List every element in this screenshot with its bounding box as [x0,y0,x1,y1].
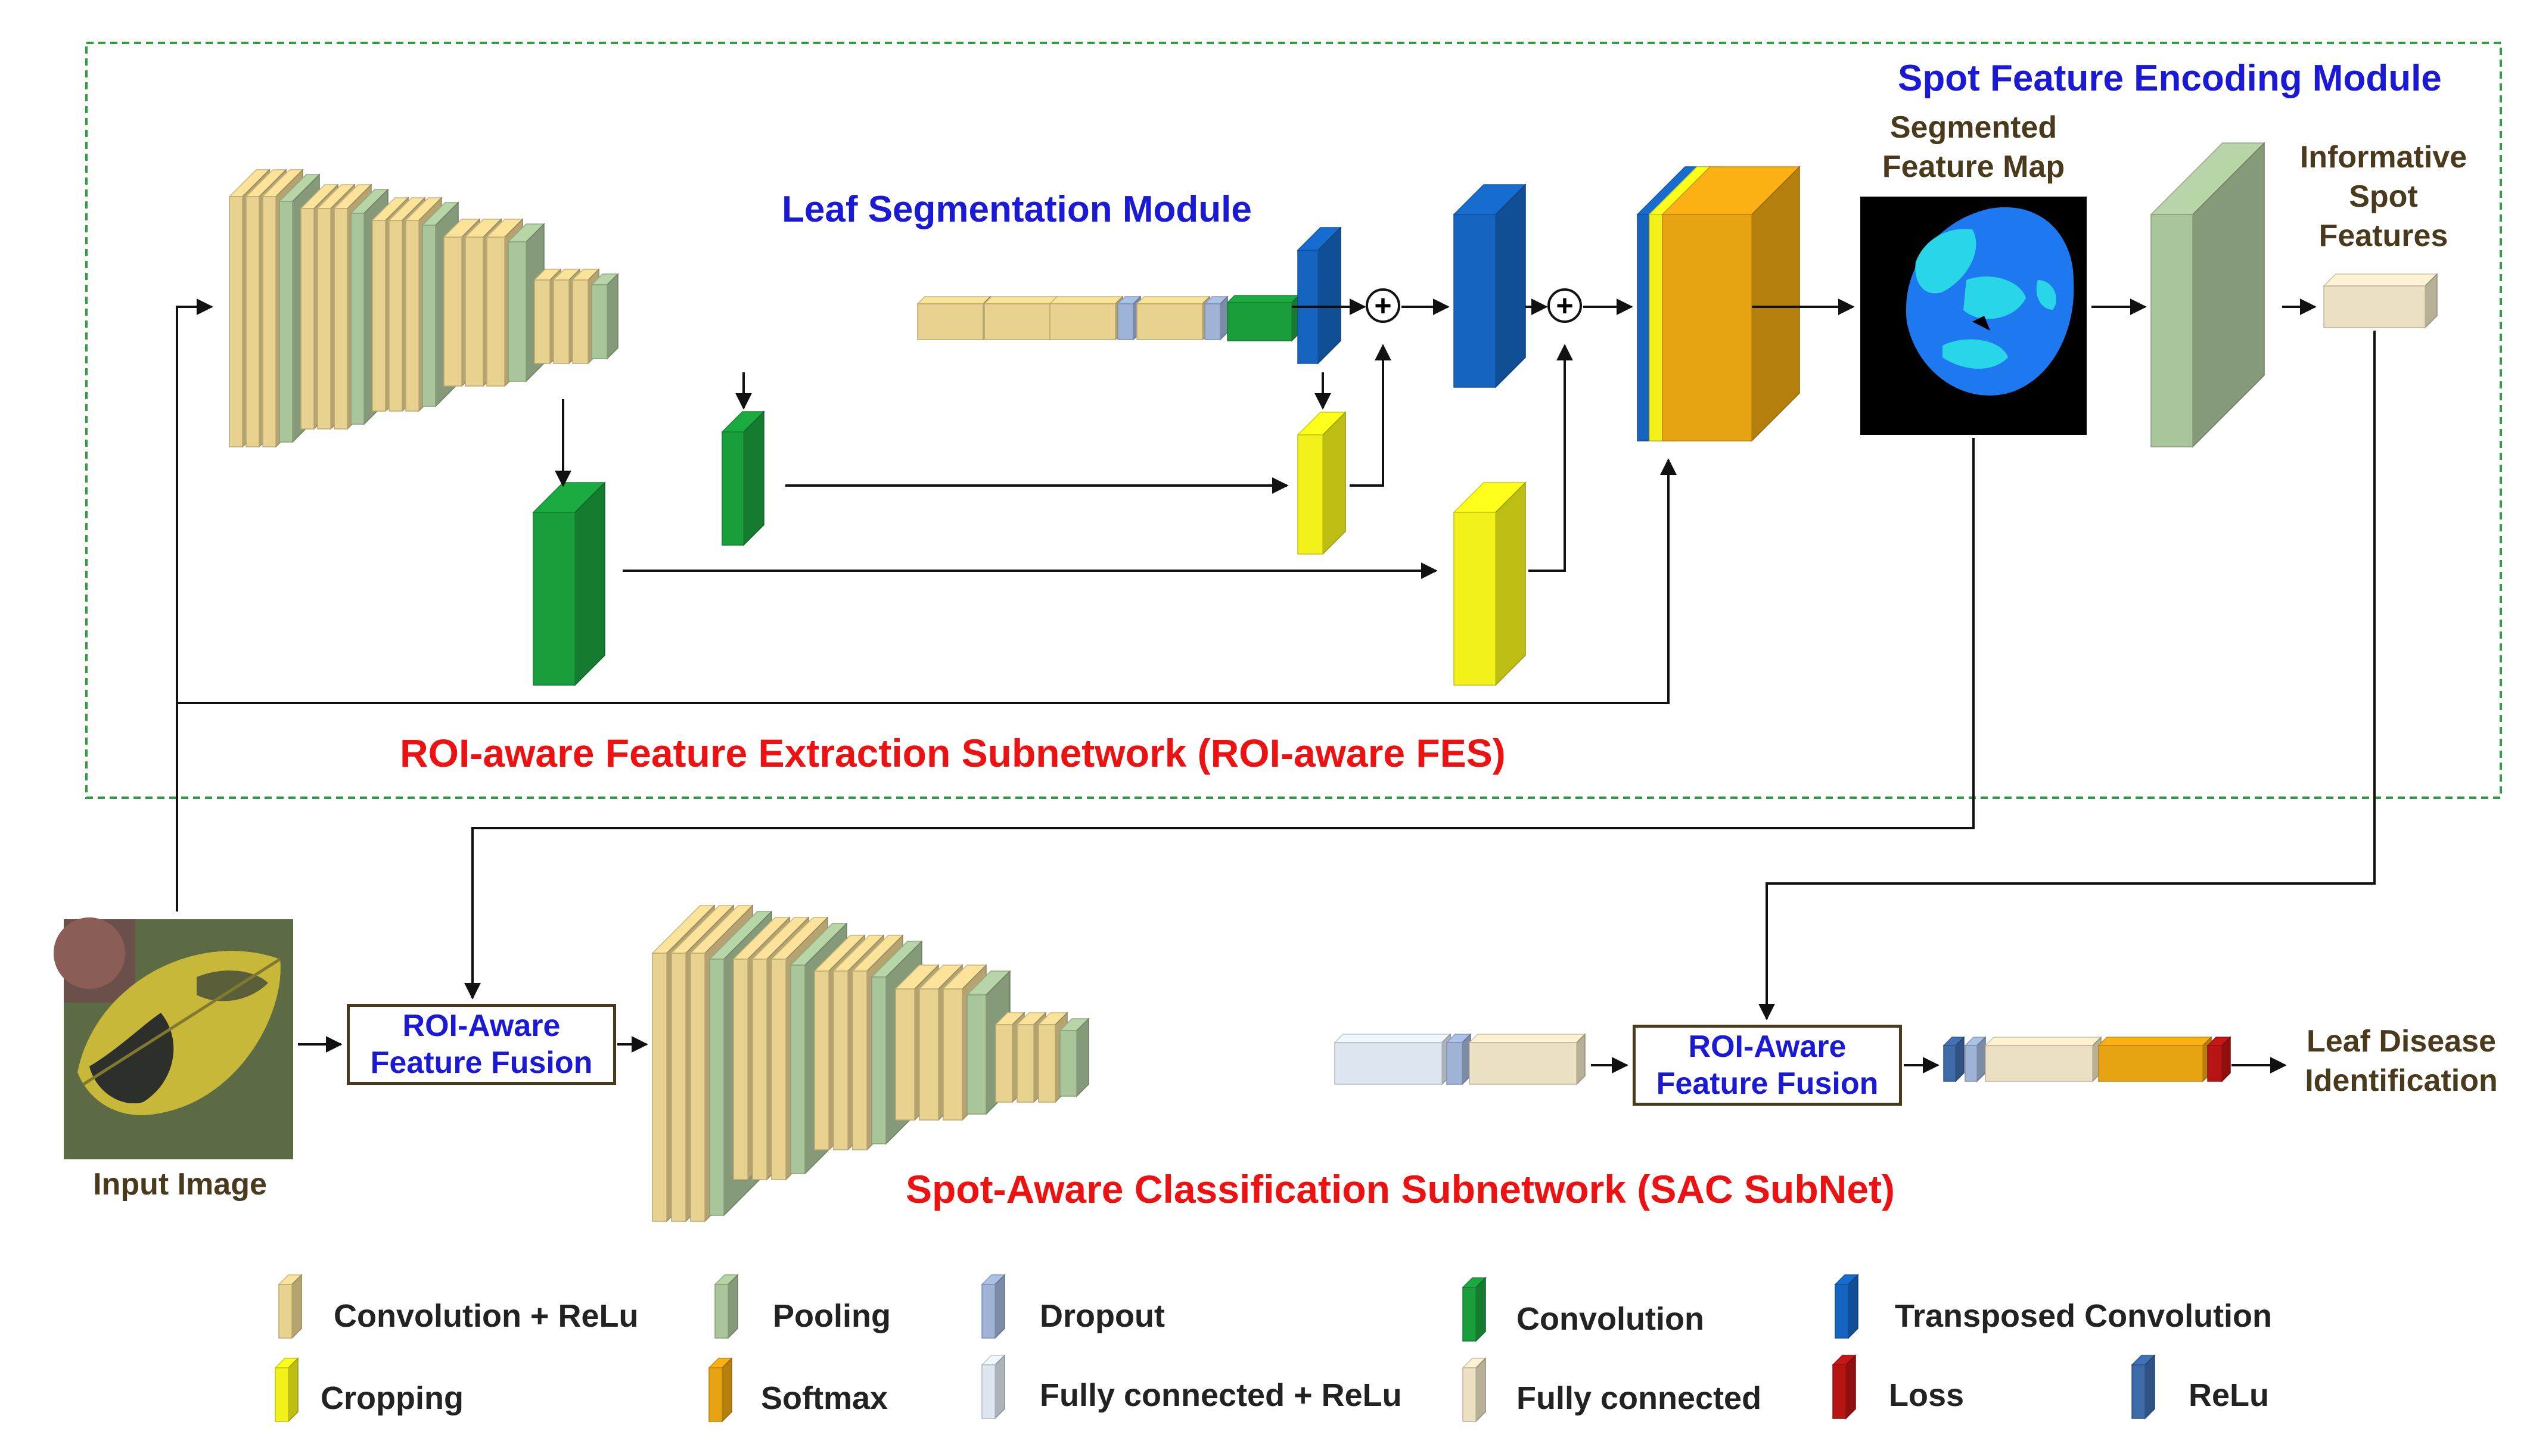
output-label-line2: Identification [2305,1063,2498,1098]
fusion-2-line1: ROI-Aware [1688,1029,1847,1064]
leaf-segmentation-title: Leaf Segmentation Module [782,189,1252,230]
legend-swatch-fc [1462,1357,1487,1423]
segmented-feature-map [1860,197,2087,435]
informative-label-line1: Informative [2299,140,2467,175]
output-label-line1: Leaf Disease [2307,1024,2496,1059]
sac-dropout-2 [1964,1036,1987,1082]
top-fc6c [1049,295,1124,341]
legend-swatch-transposed-conv [1834,1274,1859,1339]
transposed-conv-2 [1453,183,1527,388]
informative-label-line3: Features [2318,219,2448,253]
sac-fc-relu [1334,1033,1452,1085]
sac-softmax [2097,1036,2212,1082]
legend-swatch-relu [2131,1354,2156,1420]
input-to-output-crop [177,458,1677,704]
segmented-label-line1: Segmented [1889,110,2057,145]
input-image-label: Input Image [93,1167,267,1202]
legend-swatch-dropout [981,1274,1006,1339]
fes-title: ROI-aware Feature Extraction Subnetwork … [400,731,1506,775]
sac-fc-2 [1984,1036,2102,1082]
legend-swatch-convolution [1462,1277,1487,1342]
fes-boundary [85,42,2502,799]
layer-blocks [228,142,2438,1423]
legend-label-fc-relu: Fully connected + ReLu [1040,1377,1402,1413]
crop2-to-add2 [1528,344,1573,572]
fusion-1-line2: Feature Fusion [370,1046,593,1080]
sac-fc [1468,1033,1586,1085]
legend-swatch-conv-relu [278,1274,303,1339]
legend-label-convolution: Convolution [1516,1301,1704,1337]
fusion-1-line1: ROI-Aware [402,1008,561,1043]
legend-label-softmax: Softmax [761,1380,888,1416]
top-score-conv [1226,294,1300,342]
sac-title: Spot-Aware Classification Subnetwork (SA… [906,1167,1895,1211]
spot-encoding-title: Spot Feature Encoding Module [1898,58,2442,99]
legend-label-pooling: Pooling [773,1298,891,1334]
legend-label-loss: Loss [1889,1377,1965,1413]
informative-label-line2: Spot [2349,179,2418,214]
legend-swatch-pooling [714,1274,739,1339]
top-fc7 [1136,295,1211,341]
plus-symbol-2: + [1556,289,1574,322]
roi-aware-fusion-1: ROI-Aware Feature Fusion [347,1004,616,1085]
legend-label-cropping: Cropping [321,1380,464,1416]
top-pool-s4 [590,273,619,360]
top-fc6b [983,295,1058,341]
legend-swatch-cropping [274,1357,299,1423]
crop-1 [1297,411,1347,555]
top-dropout-2 [1204,295,1229,341]
crop-2 [1453,481,1527,686]
sac-loss [2206,1036,2231,1082]
spot-encoding-pool [2150,142,2265,448]
transposed-conv-1 [1297,226,1342,365]
spot-to-fusion2 [1758,331,2376,1021]
legend-label-relu: ReLu [2189,1377,2269,1413]
legend-swatch-fc-relu [981,1354,1006,1420]
input-image [54,917,293,1159]
fusion-2-line2: Feature Fusion [1656,1066,1879,1101]
sac-relu-1 [1942,1036,1965,1082]
branch-conv-pool3 [532,481,606,686]
top-fc6 [916,295,992,341]
connections [176,298,2376,1074]
output-softmax [1661,166,1801,442]
input-to-fes [176,298,213,911]
segmented-label-line2: Feature Map [1882,150,2065,184]
addition-node-2: + [1547,288,1582,323]
legend-swatch-softmax [708,1357,733,1423]
informative-spot-block [2323,273,2438,329]
sac-pool-s4 [1059,1018,1090,1097]
roi-aware-fusion-2: ROI-Aware Feature Fusion [1633,1025,1902,1106]
legend-label-dropout: Dropout [1040,1298,1165,1334]
crop1-to-add1 [1350,344,1391,487]
legend-label-transposed-conv: Transposed Convolution [1895,1298,2273,1334]
legend-swatch-loss [1832,1354,1857,1420]
branch-conv-pool4 [721,410,765,546]
plus-symbol-1: + [1374,289,1392,322]
segmap-to-fusion1 [464,438,1975,1000]
legend-label-conv-relu: Convolution + ReLu [334,1298,639,1334]
sac-dropout [1446,1033,1472,1085]
addition-node-1: + [1366,288,1400,323]
legend-label-fc: Fully connected [1516,1380,1762,1416]
